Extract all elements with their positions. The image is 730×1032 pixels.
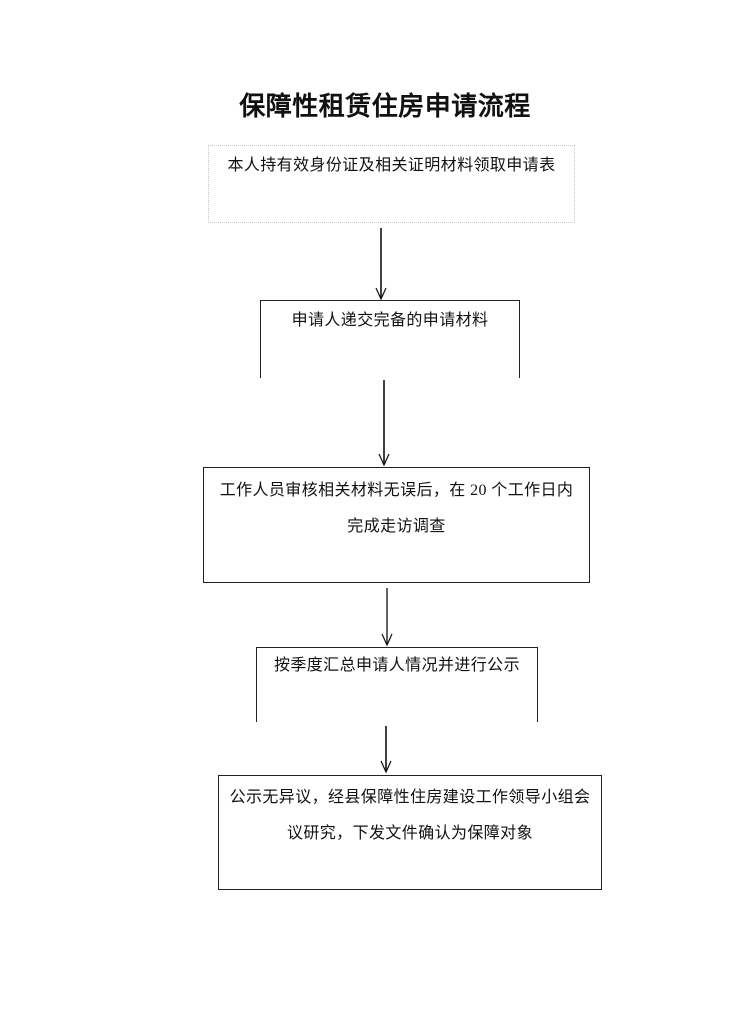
- flow-step-2: 申请人递交完备的申请材料: [260, 300, 520, 378]
- flow-step-3: 工作人员审核相关材料无误后，在 20 个工作日内 完成走访调查: [203, 467, 590, 583]
- flow-step-4: 按季度汇总申请人情况并进行公示: [256, 647, 538, 722]
- flow-step-1: 本人持有效身份证及相关证明材料领取申请表: [208, 145, 575, 223]
- flow-arrow-1: [375, 228, 387, 301]
- page-title: 保障性租赁住房申请流程: [239, 92, 531, 121]
- flow-arrow-2: [378, 380, 390, 467]
- flow-step-5: 公示无异议，经县保障性住房建设工作领导小组会 议研究，下发文件确认为保障对象: [218, 775, 602, 890]
- flow-step-3-text-line-1: 工作人员审核相关材料无误后，在 20 个工作日内: [219, 482, 574, 499]
- flow-step-3-text-line-2: 完成走访调查: [347, 518, 446, 535]
- flow-arrow-4: [380, 726, 392, 774]
- flow-step-5-text-line-2: 议研究，下发文件确认为保障对象: [286, 825, 533, 842]
- flow-step-1-text: 本人持有效身份证及相关证明材料领取申请表: [227, 157, 556, 174]
- flow-step-4-text: 按季度汇总申请人情况并进行公示: [273, 657, 520, 674]
- flow-step-5-text-line-1: 公示无异议，经县保障性住房建设工作领导小组会: [229, 789, 591, 806]
- flow-arrow-3: [381, 588, 393, 647]
- flow-step-2-text: 申请人递交完备的申请材料: [291, 312, 489, 329]
